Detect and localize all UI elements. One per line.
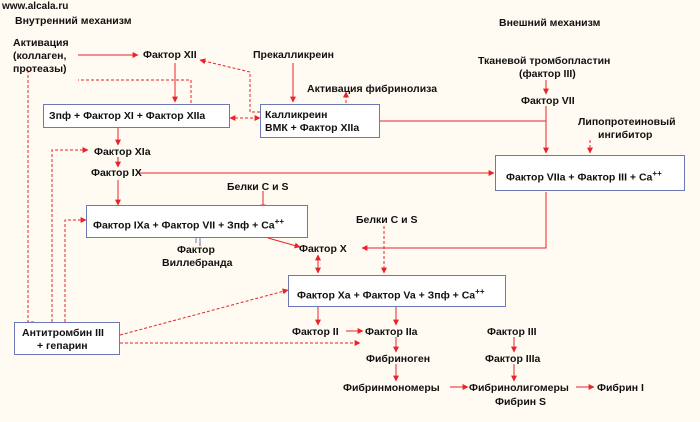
factor-iia: Фактор IIa <box>365 326 418 338</box>
box-factor-xa-main: Фактор Xa + Фактор Va + Зпф + Ca <box>297 289 476 302</box>
willebrand-factor-2: Виллебранда <box>162 257 233 269</box>
fibrin-s: Фибрин S <box>495 396 547 408</box>
box-factor-viia-text: Фактор VIIa + Фактор III + Ca++ <box>506 168 662 184</box>
dash-activation-loop <box>27 70 36 323</box>
ca-charge-1: ++ <box>652 169 662 178</box>
fibrinolysis-activation: Активация фибринолиза <box>307 83 438 95</box>
proteins-c-s-1: Белки C и S <box>227 181 289 193</box>
factor-iii: Фактор III <box>487 326 537 338</box>
box-factor-ixa-main: Фактор IXa + Фактор VII + Зпф + Ca <box>93 219 275 232</box>
factor-xia: Фактор XIa <box>94 146 151 158</box>
box-factor-ixa-text: Фактор IXa + Фактор VII + Зпф + Ca++ <box>93 216 284 232</box>
box-zpf-factor-xi-xiia: Зпф + Фактор XI + Фактор XIIa <box>43 104 230 128</box>
factor-x: Фактор X <box>299 243 347 255</box>
fibrin-oligomers: Фибринолигомеры <box>469 382 569 394</box>
dash-at-to-b10 <box>119 288 289 336</box>
box-zpf-factor-xi-xiia-text: Зпф + Фактор XI + Фактор XIIa <box>49 110 206 122</box>
box-factor-viia-iii-ca: Фактор VIIa + Фактор III + Ca++ <box>495 155 685 191</box>
prekallikrein: Прекалликреин <box>253 49 334 61</box>
factor-iiia: Фактор IIIa <box>485 353 541 365</box>
activation-label: Активация <box>13 37 69 49</box>
activation-label-3: протеазы) <box>13 63 67 75</box>
proteins-c-s-2: Белки C и S <box>356 214 418 226</box>
lipoprotein-inhibitor-2: ингибитор <box>598 129 653 141</box>
activation-label-2: (коллаген, <box>13 50 67 62</box>
arrow-b7-to-f10 <box>361 192 547 251</box>
box-factor-xa-va-zpf-ca: Фактор Xa + Фактор Va + Зпф + Ca++ <box>288 275 506 307</box>
box-factor-ixa-vii-zpf-ca: Фактор IXa + Фактор VII + Зпф + Ca++ <box>86 205 308 238</box>
willebrand-factor: Фактор <box>177 244 215 256</box>
factor-vii: Фактор VII <box>521 95 575 107</box>
external-mechanism-title: Внешний механизм <box>499 17 601 29</box>
dash-b1-loop <box>78 79 192 103</box>
dash-at-to-b9 <box>64 217 87 322</box>
factor-xii: Фактор XII <box>143 49 197 61</box>
arrow-b9-to-f10 <box>267 237 301 249</box>
ca-charge-3: ++ <box>475 287 485 296</box>
antithrombin-text-2: + гепарин <box>37 340 88 352</box>
box-kallikrein: Калликреин ВМК + Фактор XIIa <box>260 104 380 138</box>
fibrinogen: Фибриноген <box>366 353 431 365</box>
box-factor-viia-main: Фактор VIIa + Фактор III + Ca <box>506 171 653 184</box>
antithrombin-text: Антитромбин III <box>22 327 104 339</box>
fibrin-i: Фибрин I <box>597 382 644 394</box>
factor-ii: Фактор II <box>292 326 339 338</box>
lipoprotein-inhibitor: Липопротеиновый <box>578 116 676 128</box>
site-url[interactable]: www.alcala.ru <box>2 1 69 12</box>
internal-mechanism-title: Внутренний механизм <box>15 15 132 27</box>
factor-ix: Фактор IX <box>91 167 142 179</box>
dash-kal-to-f12 <box>199 58 260 113</box>
tissue-thromboplastin: Тканевой тромбопластин <box>478 55 611 67</box>
ca-charge-2: ++ <box>274 217 284 226</box>
factor-iii-note: (фактор III) <box>519 68 576 80</box>
box-antithrombin-heparin: Антитромбин III + гепарин <box>14 322 120 355</box>
dash-at-to-f11a <box>51 147 89 322</box>
kallikrein-text: Калликреин <box>265 109 328 121</box>
box-factor-xa-text: Фактор Xa + Фактор Va + Зпф + Ca++ <box>297 286 485 302</box>
fibrin-monomers: Фибринмономеры <box>343 382 440 394</box>
kallikrein-text-2: ВМК + Фактор XIIa <box>265 122 360 134</box>
